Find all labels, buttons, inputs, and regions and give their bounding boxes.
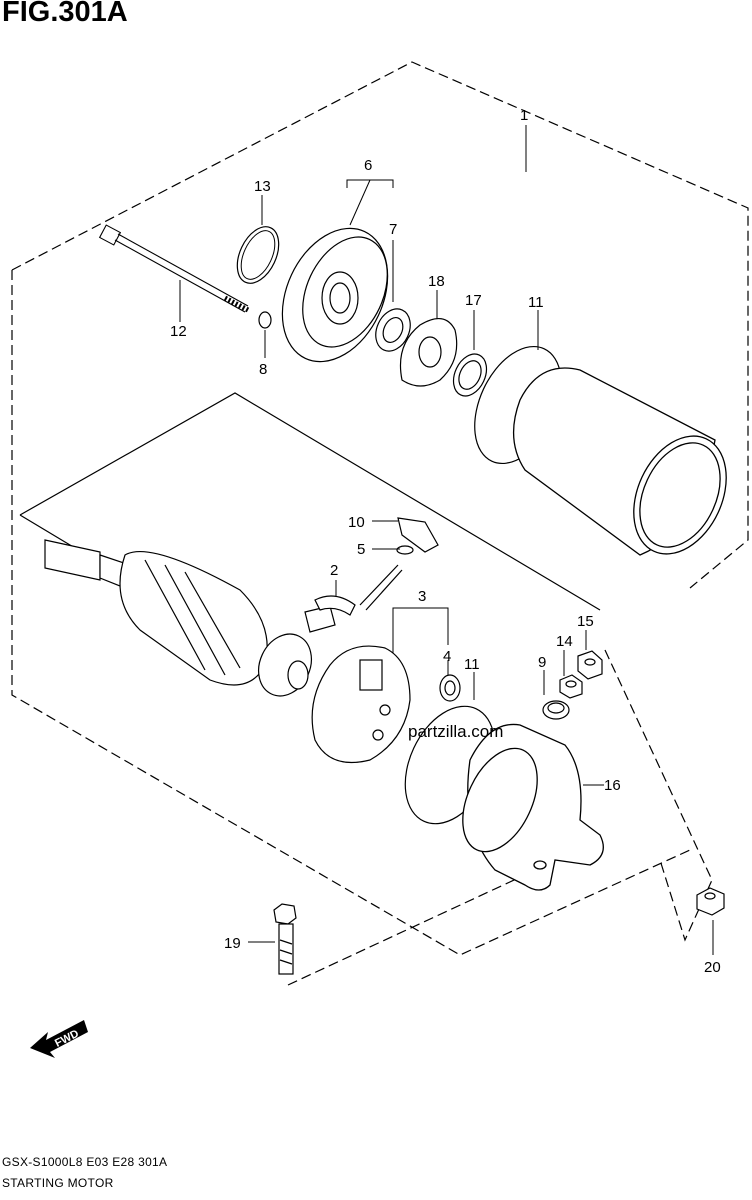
part-ref-label: 13 [254, 178, 271, 195]
part-ref-label: 12 [170, 323, 187, 340]
o-ring-part-5 [396, 545, 414, 555]
brush-holder-part-3 [311, 645, 411, 764]
nut-part-15 [577, 650, 603, 680]
nut-part-20 [696, 887, 725, 916]
armature [44, 539, 312, 697]
part-ref-label: 3 [418, 588, 426, 605]
part-ref-label: 5 [357, 541, 365, 558]
part-ref-label: 16 [604, 777, 621, 794]
part-ref-label: 9 [538, 654, 546, 671]
terminal-part-10 [397, 517, 439, 553]
part-ref-label: 17 [465, 292, 482, 309]
part-ref-label: 1 [520, 107, 528, 124]
bolt-part-12 [98, 224, 250, 313]
part-ref-label: 15 [577, 613, 594, 630]
washer-part-17 [452, 353, 488, 397]
washer-part-9 [542, 700, 570, 720]
washer-part-8 [258, 311, 272, 329]
part-ref-label: 4 [443, 648, 451, 665]
diagram-caption: STARTING MOTOR [2, 1176, 114, 1190]
part-ref-label: 18 [428, 273, 445, 290]
bearing-part-7 [375, 308, 411, 352]
part-ref-label: 6 [364, 157, 372, 174]
yoke-housing [512, 367, 727, 556]
reference-line-15-20 [604, 649, 713, 942]
part-ref-label: 2 [330, 562, 338, 579]
part-ref-label: 11 [528, 294, 544, 311]
reference-line-19 [287, 867, 541, 986]
part-ref-label: 20 [704, 959, 721, 976]
part-ref-label: 8 [259, 361, 267, 378]
assembly-boundary [11, 61, 749, 589]
subassembly-boundary [19, 392, 601, 611]
part-ref-label: 7 [389, 221, 397, 238]
o-ring-part-13 [236, 226, 280, 284]
assembly-boundary-lower [11, 270, 691, 956]
part-ref-label: 10 [348, 514, 365, 531]
svg-text:FWD: FWD [53, 1028, 81, 1050]
lock-plate-part-18 [399, 318, 458, 387]
housing-part-16 [462, 723, 604, 891]
nut-part-14 [559, 674, 583, 699]
watermark: partzilla.com [408, 722, 503, 741]
model-code: GSX-S1000L8 E03 E28 301A [2, 1155, 168, 1169]
part-ref-label: 19 [224, 935, 241, 952]
end-cover-part-6 [281, 227, 389, 363]
terminal-bolt-part-2 [304, 564, 403, 633]
bearing-part-4 [439, 674, 461, 702]
part-ref-label: 14 [556, 633, 573, 650]
part-ref-label: 11 [464, 656, 480, 673]
fwd-arrow-icon: FWD [30, 1020, 88, 1058]
bolt-part-19 [273, 903, 297, 975]
figure-title: FIG.301A [2, 0, 128, 28]
